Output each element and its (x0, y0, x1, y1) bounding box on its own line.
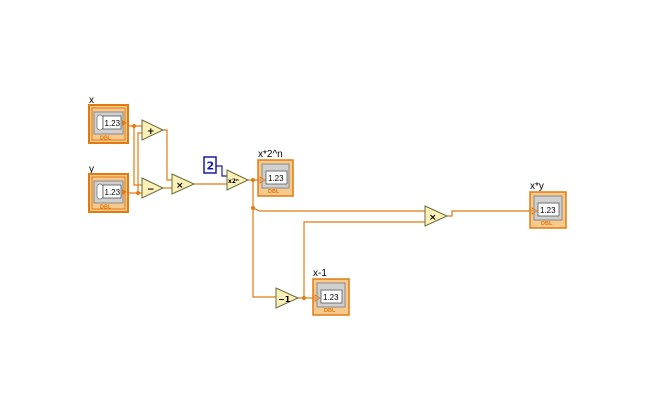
multiply-node[interactable]: × (171, 173, 196, 195)
constant-2[interactable]: 2 (203, 156, 217, 174)
decrement-node[interactable]: −1 (275, 287, 300, 309)
wire-y-to-add[interactable] (137, 132, 142, 193)
multiply2-symbol: × (429, 213, 437, 223)
control-x-increment-icon[interactable] (96, 114, 104, 131)
junctions (132, 124, 306, 300)
multiply-symbol: × (176, 181, 184, 191)
scale-by-power-of-2-node[interactable]: x2ⁿ (226, 169, 250, 191)
add-symbol: + (147, 127, 155, 137)
control-x-type: DBL (100, 136, 112, 142)
control-x-label: x (89, 95, 94, 106)
indicator-xn-label: x*2^n (258, 149, 283, 160)
wire-x-to-sub[interactable] (133, 126, 142, 186)
subtract-symbol: − (147, 185, 155, 195)
control-y-value: 1.23 (105, 188, 121, 197)
wire-scale-to-mul2[interactable] (252, 207, 425, 212)
indicator-xy-type: DBL (541, 221, 553, 227)
wire-const-to-scale[interactable] (216, 165, 227, 177)
add-node[interactable]: + (141, 119, 165, 141)
indicator-xm1-type: DBL (324, 308, 336, 314)
wire-mul2-to-xy[interactable] (447, 210, 531, 217)
indicator-xn-type: DBL (268, 189, 280, 195)
wire-scale-down[interactable] (252, 180, 276, 298)
indicator-xm1-label: x-1 (313, 268, 327, 279)
control-y[interactable]: y 1.23 DBL (88, 164, 129, 213)
wire-dec-to-mul2[interactable] (303, 221, 425, 298)
control-y-type: DBL (100, 205, 112, 211)
control-x-value: 1.23 (105, 119, 121, 128)
indicator-xm1-value: 1.23 (323, 293, 339, 302)
decrement-symbol: −1 (278, 295, 291, 304)
indicator-xn-value: 1.23 (268, 174, 284, 183)
constant-value: 2 (207, 160, 215, 173)
indicator-x-times-y[interactable]: x*y 1.23 DBL (529, 181, 567, 229)
indicator-xy-value: 1.23 (540, 206, 556, 215)
multiply2-node[interactable]: × (424, 205, 449, 227)
control-y-label: y (89, 164, 94, 175)
control-y-increment-icon[interactable] (96, 183, 104, 200)
wire-add-to-mul[interactable] (163, 129, 172, 181)
indicator-x-minus-1[interactable]: x-1 1.23 DBL (312, 268, 350, 316)
indicator-x-times-2-pow-n[interactable]: x*2^n 1.23 DBL (257, 149, 294, 197)
indicator-xy-label: x*y (530, 181, 544, 192)
scale-symbol: x2ⁿ (228, 178, 239, 185)
control-x[interactable]: x 1.23 DBL (88, 95, 129, 144)
subtract-node[interactable]: − (141, 177, 165, 199)
wires (128, 125, 531, 299)
